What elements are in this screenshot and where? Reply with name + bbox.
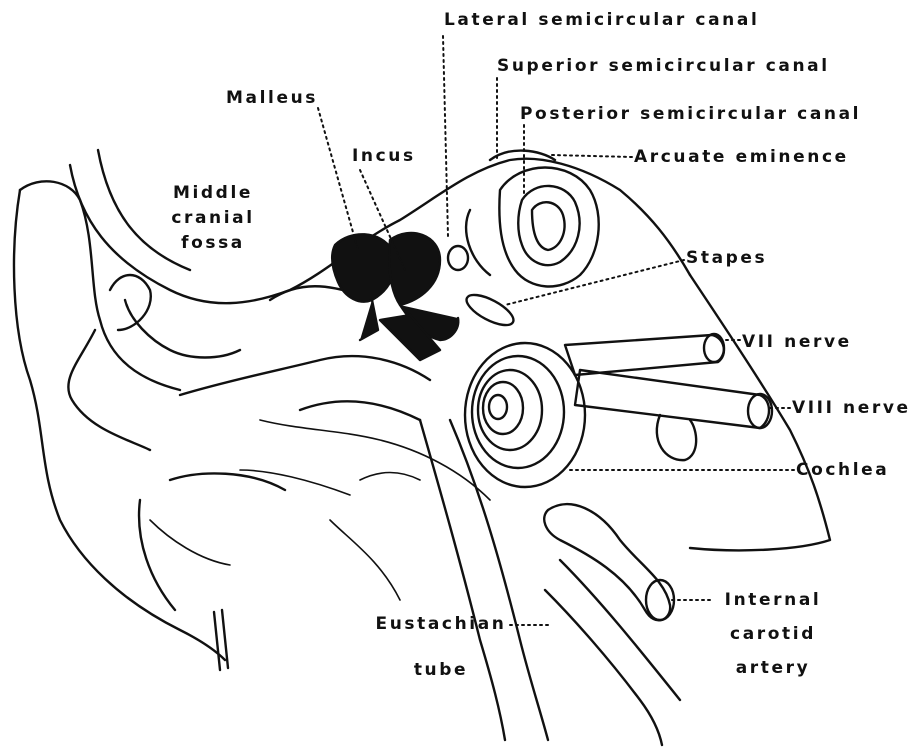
label-vii-nerve: VII nerve xyxy=(742,332,852,352)
label-stapes: Stapes xyxy=(686,248,767,268)
semicircular-canals-shape xyxy=(466,168,599,287)
label-arcuate-eminence: Arcuate eminence xyxy=(634,147,849,167)
label-internal-carotid-artery-1: Internal xyxy=(708,590,838,610)
label-superior-semicircular-canal: Superior semicircular canal xyxy=(497,56,830,76)
leader-arcuate-eminence xyxy=(552,155,632,157)
temporal-bone xyxy=(150,420,490,600)
label-viii-nerve: VIII nerve xyxy=(792,398,911,418)
label-posterior-semicircular-canal: Posterior semicircular canal xyxy=(520,104,861,124)
label-lateral-semicircular-canal: Lateral semicircular canal xyxy=(444,10,759,30)
label-eustachian-tube-1: Eustachian xyxy=(366,614,516,634)
eustachian-tube-shape xyxy=(420,420,680,745)
leader-malleus xyxy=(318,108,358,250)
label-eustachian-tube-2: tube xyxy=(366,660,516,680)
label-middle-cranial-fossa-2: cranial xyxy=(158,208,268,228)
label-middle-cranial-fossa-1: Middle xyxy=(158,183,268,203)
cochlea-shape xyxy=(465,343,585,487)
label-cochlea: Cochlea xyxy=(796,460,889,480)
auricle xyxy=(14,181,285,670)
leader-lateral-canal xyxy=(443,36,448,236)
label-internal-carotid-artery-3: artery xyxy=(708,658,838,678)
label-middle-cranial-fossa-3: fossa xyxy=(158,233,268,253)
label-internal-carotid-artery-2: carotid xyxy=(708,624,838,644)
viii-nerve-shape xyxy=(575,370,772,460)
label-incus: Incus xyxy=(352,146,416,166)
label-malleus: Malleus xyxy=(226,88,318,108)
vii-nerve-shape xyxy=(565,334,724,375)
incus-shape xyxy=(380,233,458,360)
